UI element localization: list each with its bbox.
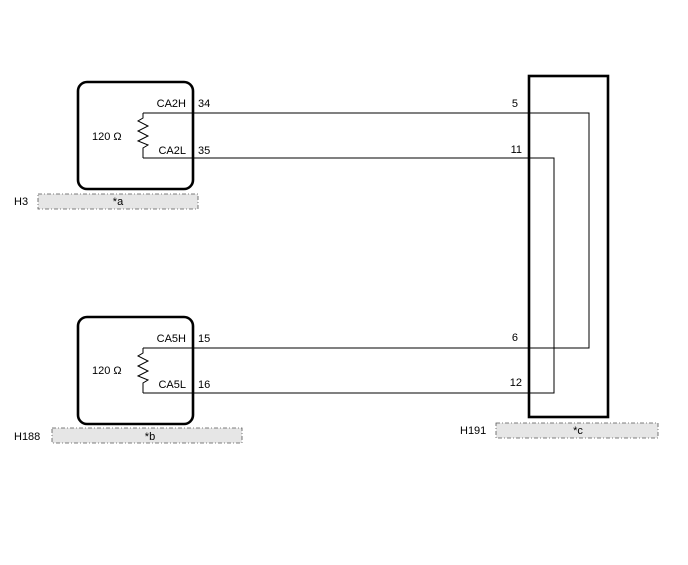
ecu-h188: 120 Ω CA5H CA5L 15 16 H188 *b — [14, 315, 243, 444]
pin-name-ca2l: CA2L — [158, 145, 186, 157]
junction-pin-12: 12 — [510, 377, 522, 389]
junction-pin-6: 6 — [512, 332, 518, 344]
tag-box-b — [51, 427, 243, 444]
wires — [193, 112, 590, 394]
pin-number-16: 16 — [198, 379, 210, 391]
junction-h191-box — [527, 74, 610, 419]
pin-name-ca5h: CA5H — [157, 333, 186, 345]
connector-label-h188: H188 — [14, 431, 40, 443]
wire-ca2h-ca5h — [193, 112, 590, 349]
tag-label-c: *c — [573, 425, 583, 437]
resistor-h188-icon — [136, 348, 150, 393]
junction-pin-5: 5 — [512, 98, 518, 110]
pin-number-15: 15 — [198, 333, 210, 345]
connector-label-h3: H3 — [14, 196, 28, 208]
tag-label-b: *b — [145, 431, 155, 443]
pin-name-ca2h: CA2H — [157, 98, 186, 110]
ecu-h3: 120 Ω CA2H CA2L 34 35 H3 *a — [14, 80, 210, 210]
junction-pin-11: 11 — [511, 144, 522, 156]
tag-label-a: *a — [113, 196, 124, 208]
pin-name-ca5l: CA5L — [158, 379, 186, 391]
ecu-h3-box — [76, 80, 195, 191]
resistance-label-h188: 120 Ω — [92, 365, 122, 377]
pin-number-34: 34 — [198, 98, 210, 110]
tag-box-c — [495, 422, 659, 439]
connector-label-h191: H191 — [460, 425, 486, 437]
resistor-h3-icon — [136, 113, 150, 158]
resistance-label-h3: 120 Ω — [92, 131, 122, 143]
pin-number-35: 35 — [198, 145, 210, 157]
wire-ca2l-ca5l — [193, 157, 555, 394]
ecu-h188-box — [76, 315, 195, 426]
tag-box-a — [37, 193, 199, 210]
junction-h191: 5 11 6 12 H191 *c — [460, 74, 659, 439]
